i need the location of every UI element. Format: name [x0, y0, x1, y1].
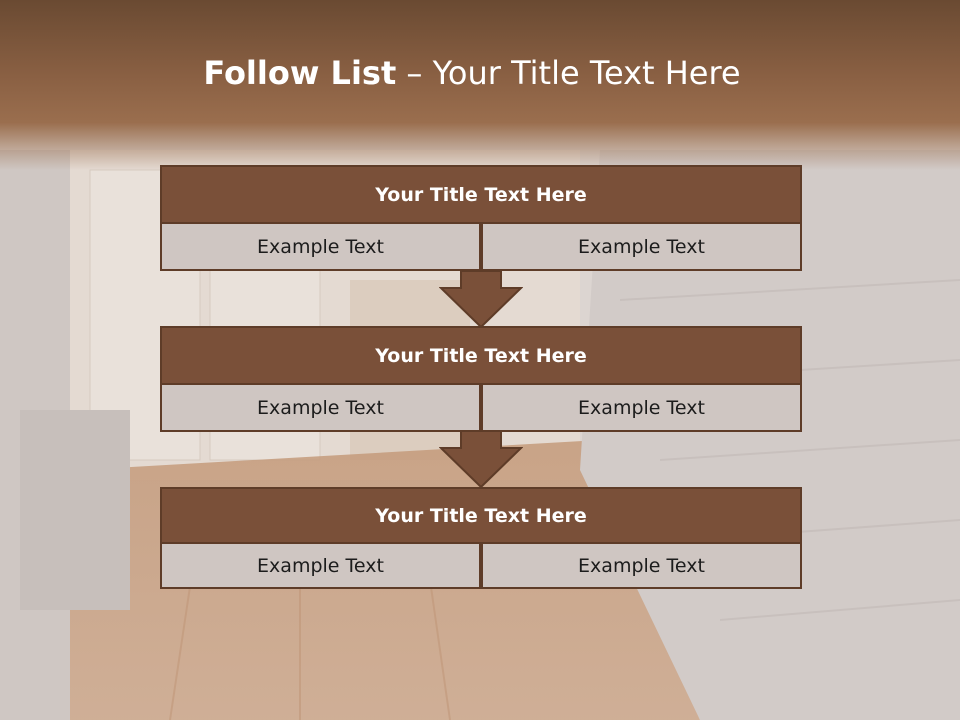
down-arrow-icon	[439, 271, 523, 329]
step-title-1: Your Title Text Here	[160, 165, 802, 224]
step-3-right-cell: Example Text	[481, 542, 802, 589]
header-band	[0, 0, 960, 170]
down-arrow-icon	[439, 431, 523, 489]
step-title-2: Your Title Text Here	[160, 326, 802, 385]
step-block-3: Your Title Text Here Example Text Exampl…	[160, 487, 802, 593]
step-title-3: Your Title Text Here	[160, 487, 802, 544]
slide-title-bold: Follow List	[203, 54, 397, 92]
step-2-left-cell: Example Text	[160, 383, 481, 432]
step-2-right-cell: Example Text	[481, 383, 802, 432]
slide-title-rest: – Your Title Text Here	[396, 54, 741, 92]
step-block-1: Your Title Text Here Example Text Exampl…	[160, 165, 802, 271]
step-1-left-cell: Example Text	[160, 222, 481, 271]
step-3-left-cell: Example Text	[160, 542, 481, 589]
step-block-2: Your Title Text Here Example Text Exampl…	[160, 326, 802, 432]
step-1-right-cell: Example Text	[481, 222, 802, 271]
slide-title: Follow List – Your Title Text Here	[0, 54, 944, 92]
